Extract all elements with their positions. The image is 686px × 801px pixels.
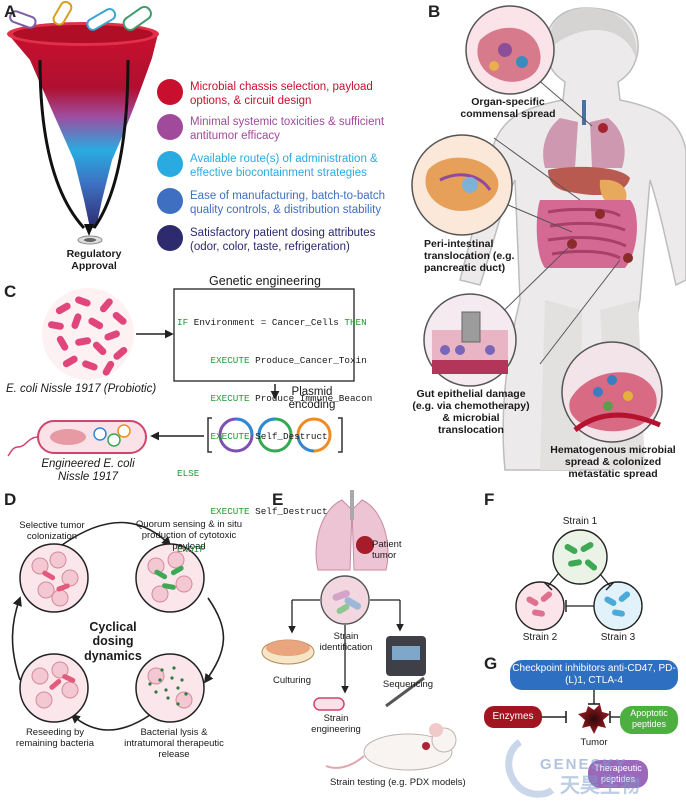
regulatory-approval-label: Regulatory Approval xyxy=(66,248,122,273)
legend-item-manufacturing: Ease of manufacturing, batch-to-batch qu… xyxy=(190,190,385,216)
apoptotic-peptides-pill: Apoptotic peptides xyxy=(630,708,668,729)
patient-tumor-label: Patient tumor xyxy=(372,539,402,561)
tumor-label: Tumor xyxy=(580,737,608,748)
panel-label-b: B xyxy=(428,2,441,21)
code-line: EXECUTE Self_Destruct xyxy=(177,430,328,442)
panel-g-graphics xyxy=(484,660,678,788)
legend-item-chassis: Microbial chassis selection, payload opt… xyxy=(190,81,373,107)
code-line: ELSE xyxy=(177,468,200,480)
peri-intestinal-label: Peri-intestinal translocation (e.g. panc… xyxy=(424,238,515,275)
strain-engineering-label: Strain engineering xyxy=(311,713,361,735)
plasmid-encoding-label: Plasmid encoding xyxy=(288,386,336,412)
panel-label-g: G xyxy=(484,654,498,673)
probiotic-label: E. coli Nissle 1917 (Probiotic) xyxy=(6,383,157,395)
strain-testing-label: Strain testing (e.g. PDX models) xyxy=(330,777,466,788)
cyclical-dosing-label: Cyclical dosing dynamics xyxy=(84,620,142,663)
checkpoint-inhibitors-pill: Checkpoint inhibitors anti-CD47, PD-(L)1… xyxy=(512,663,676,686)
genetic-engineering-title: Genetic engineering xyxy=(209,274,321,288)
strain-1-label: Strain 1 xyxy=(562,516,598,527)
legend-item-toxicity: Minimal systemic toxicities & sufficient… xyxy=(190,116,385,142)
bacterial-lysis-label: Bacterial lysis & intratumoral therapeut… xyxy=(124,727,224,760)
code-line: ENDIF xyxy=(177,543,205,555)
strain-3-label: Strain 3 xyxy=(600,632,636,643)
panel-label-e: E xyxy=(272,490,284,509)
watermark-cn: 天昊生物 xyxy=(560,773,640,797)
strain-2-label: Strain 2 xyxy=(522,632,558,643)
selective-colonization-label: Selective tumor colonization xyxy=(19,520,85,542)
code-line: EXECUTE Produce_Immune_Beacon xyxy=(177,392,373,404)
funnel-diagram xyxy=(7,0,159,245)
panel-label-a: A xyxy=(4,2,17,21)
panel-c-graphics xyxy=(7,288,355,457)
panel-label-d: D xyxy=(4,490,17,509)
watermark-logo xyxy=(505,739,555,798)
engineered-strain-label: Engineered E. coli Nissle 1917 xyxy=(41,458,135,484)
panel-label-c: C xyxy=(4,282,17,301)
legend-dots xyxy=(157,79,183,251)
culturing-label: Culturing xyxy=(272,675,312,686)
panel-e-graphics xyxy=(261,490,457,771)
therapeutic-peptides-pill: Therapeutic peptides xyxy=(594,763,642,784)
code-line: EXECUTE Produce_Cancer_Toxin xyxy=(177,354,367,366)
enzymes-pill: Enzymes xyxy=(492,711,534,722)
code-line: IF Environment = Cancer_Cells THEN xyxy=(177,317,367,329)
code-line: EXECUTE Self_Destruct xyxy=(177,506,328,518)
watermark-brand: GENESKY xyxy=(540,756,628,773)
legend-item-administration: Available route(s) of administration & e… xyxy=(190,153,378,179)
sequencing-label: Sequencing xyxy=(382,679,434,690)
organ-zoom-circles xyxy=(411,5,663,443)
strain-identification-label: Strain identification xyxy=(319,631,373,653)
bacteria-capsules xyxy=(9,0,152,31)
code-block: IF Environment = Cancer_Cells THEN EXECU… xyxy=(177,292,372,569)
organ-spread-label: Organ-specific commensal spread xyxy=(460,96,556,121)
gut-damage-label: Gut epithelial damage (e.g. via chemothe… xyxy=(412,388,530,437)
panel-label-f: F xyxy=(484,490,495,509)
legend-item-dosing: Satisfactory patient dosing attributes (… xyxy=(190,227,376,253)
reseeding-label: Reseeding by remaining bacteria xyxy=(15,727,95,749)
panel-f-graphics xyxy=(515,529,643,631)
hematogenous-label: Hematogenous microbial spread & colonize… xyxy=(550,444,676,481)
panel-d-graphics xyxy=(11,521,225,731)
quorum-sensing-label: Quorum sensing & in situ production of c… xyxy=(135,519,243,552)
